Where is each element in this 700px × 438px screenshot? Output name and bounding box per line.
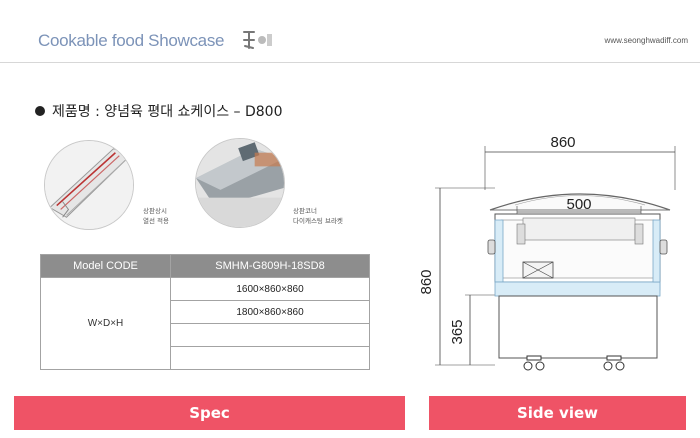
table-row	[41, 346, 370, 370]
caption-line: 상판코너	[293, 207, 317, 215]
header-divider	[0, 62, 700, 63]
dimension-height-base: 365	[449, 319, 466, 344]
thumbnail-caption-2: 상판코너 다이캐스팅 브라켓	[293, 206, 343, 226]
dimension-height-total: 860	[418, 269, 435, 294]
dimension-width-top: 860	[550, 134, 575, 151]
dimension-width-inner: 500	[566, 196, 591, 213]
thumbnail-heated-rail	[44, 140, 134, 230]
banner-spec: Spec	[14, 396, 405, 430]
table-header-row: Model CODE SMHM-G809H-18SD8	[40, 254, 370, 278]
table-cell-dimension	[170, 346, 370, 370]
banner-side-view: Side view	[429, 396, 686, 430]
spec-table: Model CODE SMHM-G809H-18SD8 W×D×H 1600×8…	[40, 254, 370, 370]
bullet-icon	[35, 106, 45, 116]
table-row-label: W×D×H	[40, 277, 171, 370]
table-cell-dimension: 1800×860×860	[170, 300, 370, 324]
product-heading: 제품명 : 양념육 평대 쇼케이스 – D800	[35, 101, 282, 121]
table-header-model-code: Model CODE	[40, 254, 171, 278]
brand-logo-icon	[240, 28, 274, 52]
table-header-model-value: SMHM-G809H-18SD8	[170, 254, 370, 278]
product-heading-text: 제품명 : 양념육 평대 쇼케이스 – D800	[52, 104, 283, 120]
table-cell-dimension: 1600×860×860	[170, 277, 370, 301]
side-view-drawing: 860 860 365 500	[415, 130, 700, 380]
caption-line: 열선 적용	[143, 217, 169, 225]
website-url[interactable]: www.seonghwadiff.com	[604, 36, 688, 45]
caption-line: 다이캐스팅 브라켓	[293, 217, 343, 225]
table-row: W×D×H 1600×860×860	[40, 277, 370, 370]
caption-line: 상판상시	[143, 207, 167, 215]
table-cell-dimension	[170, 323, 370, 347]
thumbnail-corner-bracket	[195, 138, 285, 228]
thumbnail-caption-1: 상판상시 열선 적용	[143, 206, 169, 226]
page-title: Cookable food Showcase	[38, 31, 225, 50]
